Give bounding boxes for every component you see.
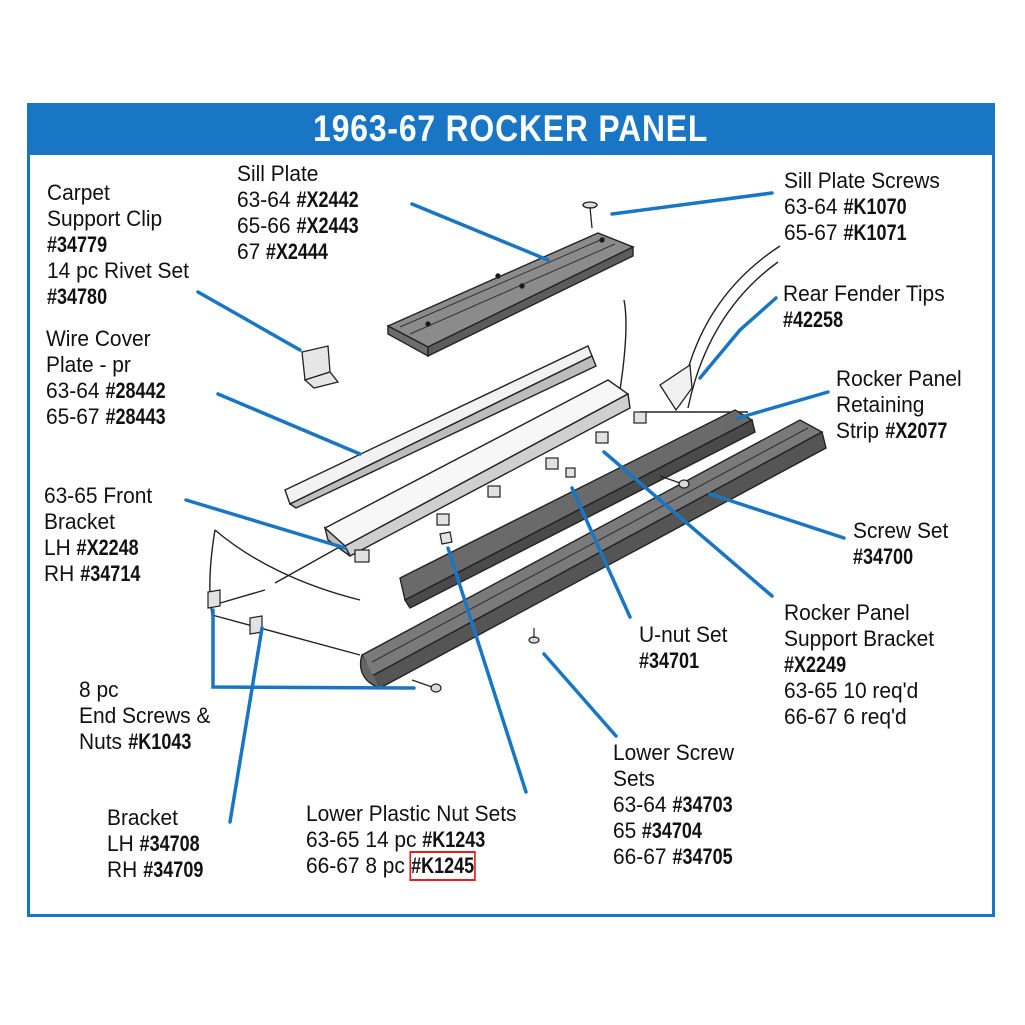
part-number: #42258 bbox=[783, 307, 844, 332]
callout-front-bracket: 63-65 Front Bracket LH #X2248 RH #34714 bbox=[44, 483, 152, 587]
part-number: #34701 bbox=[639, 648, 700, 673]
callout-sill-plate-screws: Sill Plate Screws 63-64 #K1070 65-67 #K1… bbox=[784, 168, 940, 246]
callout-retaining-strip: Rocker Panel Retaining Strip #X2077 bbox=[836, 366, 962, 444]
callout-text: 63-65 10 req'd bbox=[784, 678, 919, 703]
part-number: #K1243 bbox=[422, 827, 486, 852]
callout-text: RH bbox=[107, 857, 144, 882]
rocker-molding-part bbox=[359, 419, 827, 689]
callout-text: 63-64 bbox=[784, 194, 844, 219]
callout-text: Retaining bbox=[836, 392, 925, 417]
callout-text: Rear Fender Tips bbox=[783, 281, 945, 306]
callout-wire-cover-plate: Wire Cover Plate - pr 63-64 #28442 65-67… bbox=[46, 326, 174, 430]
part-number: #34709 bbox=[143, 857, 204, 882]
callout-text: 66-67 bbox=[613, 844, 673, 869]
page-title: 1963-67 ROCKER PANEL bbox=[313, 108, 709, 149]
part-number: #34700 bbox=[853, 544, 914, 569]
callout-text: 66-67 8 pc bbox=[306, 853, 411, 878]
callout-text: 67 bbox=[237, 239, 267, 264]
title-banner: 1963-67 ROCKER PANEL bbox=[27, 103, 995, 155]
part-number: #34703 bbox=[672, 792, 733, 817]
callout-text: Plate - pr bbox=[46, 352, 131, 377]
callout-lower-screw-sets: Lower Screw Sets 63-64 #34703 65 #34704 … bbox=[613, 740, 741, 870]
part-number: #34780 bbox=[47, 284, 108, 309]
part-number: #X2249 bbox=[784, 652, 847, 677]
fender-tip-part bbox=[659, 363, 693, 412]
sill-plate-part bbox=[386, 232, 635, 358]
callout-text: Rocker Panel bbox=[836, 366, 962, 391]
callout-text: Sill Plate Screws bbox=[784, 168, 940, 193]
callout-text: Lower Plastic Nut Sets bbox=[306, 801, 517, 826]
part-number: #28442 bbox=[105, 378, 166, 403]
callout-screw-set: Screw Set #34700 bbox=[853, 518, 948, 570]
part-number: #34708 bbox=[139, 831, 200, 856]
callout-text: Support Bracket bbox=[784, 626, 935, 651]
callout-text: U-nut Set bbox=[639, 622, 728, 647]
callout-text: LH bbox=[44, 535, 77, 560]
part-number: #X2077 bbox=[884, 418, 947, 443]
part-number: #34714 bbox=[80, 561, 141, 586]
highlighted-part-number[interactable]: #K1245 bbox=[409, 851, 476, 881]
part-number: #34704 bbox=[642, 818, 703, 843]
part-number: #34779 bbox=[47, 232, 108, 257]
callout-text: 65-67 bbox=[46, 404, 106, 429]
sill-screw-part bbox=[582, 201, 598, 229]
callout-text: Bracket bbox=[44, 509, 115, 534]
callout-text: 65 bbox=[613, 818, 643, 843]
part-number: #K1043 bbox=[127, 729, 191, 754]
callout-text: 65-67 bbox=[784, 220, 844, 245]
part-number: #X2248 bbox=[76, 535, 139, 560]
support-brackets-part bbox=[207, 411, 647, 635]
callout-text: 66-67 6 req'd bbox=[784, 704, 907, 729]
callout-text: 8 pc bbox=[79, 677, 119, 702]
callout-text: Sill Plate bbox=[237, 161, 319, 186]
callout-text: Rocker Panel bbox=[784, 600, 910, 625]
callout-text: RH bbox=[44, 561, 81, 586]
callout-text: 65-66 bbox=[237, 213, 297, 238]
callout-text: Strip bbox=[836, 418, 885, 443]
part-number: #X2443 bbox=[296, 213, 359, 238]
screws-part bbox=[411, 475, 690, 693]
part-number: #28443 bbox=[105, 404, 166, 429]
callout-carpet-support-clip: Carpet Support Clip #34779 14 pc Rivet S… bbox=[47, 180, 189, 310]
part-number: #K1070 bbox=[843, 194, 907, 219]
diagram-frame bbox=[27, 103, 995, 917]
callout-text: Support Clip bbox=[47, 206, 163, 231]
callout-end-screws: 8 pc End Screws & Nuts #K1043 bbox=[79, 677, 210, 755]
callout-text: Carpet bbox=[47, 180, 110, 205]
carpet-clip-part bbox=[301, 345, 340, 389]
callout-text: Wire Cover bbox=[46, 326, 151, 351]
callout-text: 63-65 Front bbox=[44, 483, 153, 508]
part-number: #34705 bbox=[672, 844, 733, 869]
callout-text: Nuts bbox=[79, 729, 128, 754]
callout-lower-plastic-nut-sets: Lower Plastic Nut Sets 63-65 14 pc #K124… bbox=[306, 801, 517, 881]
wire-cover-part bbox=[284, 345, 597, 509]
callout-text: 63-65 14 pc bbox=[306, 827, 423, 852]
callout-text: Sets bbox=[613, 766, 655, 791]
callout-text: 63-64 bbox=[237, 187, 297, 212]
leader-lines bbox=[184, 191, 846, 824]
callout-text: Screw Set bbox=[853, 518, 949, 543]
callout-rear-fender-tips: Rear Fender Tips #42258 bbox=[783, 281, 945, 333]
part-number: #K1071 bbox=[843, 220, 907, 245]
callout-text: LH bbox=[107, 831, 140, 856]
callout-text: 63-64 bbox=[46, 378, 106, 403]
callout-text: 14 pc Rivet Set bbox=[47, 258, 189, 283]
callout-text: 63-64 bbox=[613, 792, 673, 817]
part-number: #X2444 bbox=[266, 239, 329, 264]
callout-u-nut-set: U-nut Set #34701 bbox=[639, 622, 727, 674]
callout-bracket: Bracket LH #34708 RH #34709 bbox=[107, 805, 211, 883]
callout-sill-plate: Sill Plate 63-64 #X2442 65-66 #X2443 67 … bbox=[237, 161, 367, 265]
callout-support-bracket: Rocker Panel Support Bracket #X2249 63-6… bbox=[784, 600, 934, 730]
callout-text: Lower Screw bbox=[613, 740, 734, 765]
callout-text: End Screws & bbox=[79, 703, 211, 728]
callout-text: Bracket bbox=[107, 805, 178, 830]
part-number: #X2442 bbox=[296, 187, 359, 212]
